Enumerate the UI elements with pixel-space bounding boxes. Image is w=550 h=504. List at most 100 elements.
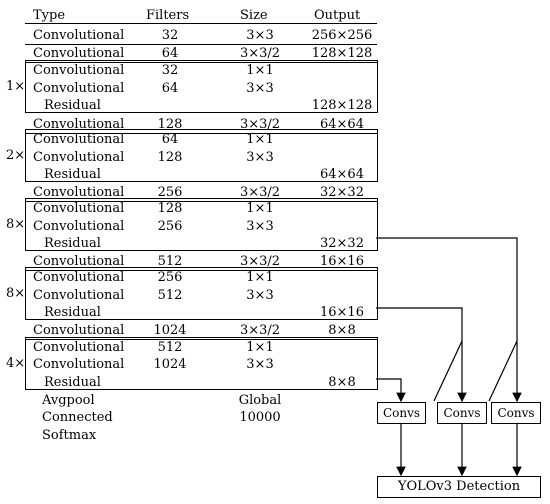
repeat-label-1: 1× — [6, 79, 26, 94]
layer-size: 3×3 — [246, 357, 274, 372]
layer-filters: 64 — [161, 132, 179, 147]
layer-size: 3×3/2 — [239, 323, 281, 338]
layer-output: 64×64 — [320, 167, 364, 182]
route-8x8 — [376, 378, 406, 403]
convs-box-2: Convs — [437, 402, 487, 424]
layer-output: 8×8 — [328, 323, 356, 338]
layer-type: Convolutional — [33, 63, 125, 78]
layer-size: 1×1 — [246, 63, 274, 78]
repeat-label-3: 8× — [6, 217, 26, 232]
row-separator — [25, 62, 377, 63]
layer-type: Residual — [44, 167, 101, 182]
residual-block-3 — [25, 198, 378, 251]
layer-filters: 256 — [157, 219, 183, 234]
layer-type: Convolutional — [33, 288, 125, 303]
layer-filters: 1024 — [153, 357, 187, 372]
repeat-label-5: 4× — [6, 356, 26, 371]
layer-size: 3×3/2 — [239, 185, 281, 200]
layer-filters: 512 — [157, 288, 183, 303]
layer-size: 3×3 — [246, 81, 274, 96]
layer-type: Convolutional — [33, 117, 125, 132]
layer-type: Convolutional — [33, 340, 125, 355]
layer-size: 3×3/2 — [239, 117, 281, 132]
layer-filters: 128 — [157, 201, 183, 216]
layer-output: 32×32 — [320, 185, 364, 200]
layer-size: Global — [238, 393, 282, 408]
layer-filters: 256 — [157, 270, 183, 285]
residual-block-1 — [25, 60, 378, 113]
layer-size: 1×1 — [246, 132, 274, 147]
layer-type: Connected — [42, 410, 113, 425]
layer-filters: 64 — [161, 81, 179, 96]
layer-filters: 32 — [161, 28, 179, 43]
layer-output: 256×256 — [311, 28, 373, 43]
layer-size: 1×1 — [246, 340, 274, 355]
upsample-link-2 — [488, 340, 518, 402]
header-output: Output — [314, 8, 361, 23]
layer-output: 16×16 — [320, 305, 364, 320]
layer-size: 3×3 — [246, 28, 274, 43]
row-separator — [25, 270, 377, 271]
row-separator — [25, 339, 377, 340]
layer-type: Residual — [44, 236, 101, 251]
residual-block-5 — [25, 337, 378, 390]
layer-type: Avgpool — [42, 393, 95, 408]
layer-type: Convolutional — [33, 357, 125, 372]
layer-size: 3×3 — [246, 150, 274, 165]
yolov3-detection-box: YOLOv3 Detection — [377, 476, 541, 498]
row-separator — [25, 133, 377, 134]
header-rule — [25, 23, 377, 24]
layer-type: Convolutional — [33, 46, 125, 61]
layer-size: 3×3 — [246, 288, 274, 303]
repeat-label-4: 8× — [6, 286, 26, 301]
layer-filters: 128 — [157, 150, 183, 165]
layer-type: Convolutional — [33, 323, 125, 338]
header-filters: Filters — [146, 8, 190, 23]
route-16x16 — [376, 307, 467, 403]
header-type: Type — [33, 8, 66, 23]
repeat-label-2: 2× — [6, 148, 26, 163]
residual-block-4 — [25, 267, 378, 320]
layer-output: 128×128 — [311, 98, 373, 113]
layer-output: 8×8 — [328, 375, 356, 390]
layer-type: Softmax — [42, 428, 97, 443]
convs-box-1: Convs — [377, 402, 426, 424]
layer-type: Convolutional — [33, 254, 125, 269]
layer-type: Convolutional — [33, 219, 125, 234]
layer-size: 3×3/2 — [239, 254, 281, 269]
layer-type: Residual — [44, 375, 101, 390]
layer-size: 3×3/2 — [239, 46, 281, 61]
route-32x32 — [376, 237, 522, 403]
layer-size: 1×1 — [246, 270, 274, 285]
layer-type: Residual — [44, 305, 101, 320]
layer-size: 3×3 — [246, 219, 274, 234]
residual-block-2 — [25, 129, 378, 182]
layer-type: Convolutional — [33, 132, 125, 147]
layer-type: Convolutional — [33, 81, 125, 96]
layer-filters: 512 — [157, 254, 183, 269]
layer-filters: 512 — [157, 340, 183, 355]
layer-type: Convolutional — [33, 150, 125, 165]
row-separator — [25, 201, 377, 202]
layer-output: 32×32 — [320, 236, 364, 251]
layer-filters: 256 — [157, 185, 183, 200]
layer-size: 10000 — [239, 410, 281, 425]
upsample-link-1 — [433, 340, 463, 402]
convs-box-3: Convs — [491, 402, 541, 424]
header-size: Size — [240, 8, 268, 23]
layer-filters: 1024 — [153, 323, 187, 338]
layer-size: 1×1 — [246, 201, 274, 216]
layer-filters: 64 — [161, 46, 179, 61]
layer-filters: 32 — [161, 63, 179, 78]
layer-output: 16×16 — [320, 254, 364, 269]
layer-output: 64×64 — [320, 117, 364, 132]
layer-type: Convolutional — [33, 270, 125, 285]
layer-filters: 128 — [157, 117, 183, 132]
row-separator — [25, 44, 377, 45]
layer-type: Residual — [44, 98, 101, 113]
layer-type: Convolutional — [33, 28, 125, 43]
layer-type: Convolutional — [33, 201, 125, 216]
layer-type: Convolutional — [33, 185, 125, 200]
